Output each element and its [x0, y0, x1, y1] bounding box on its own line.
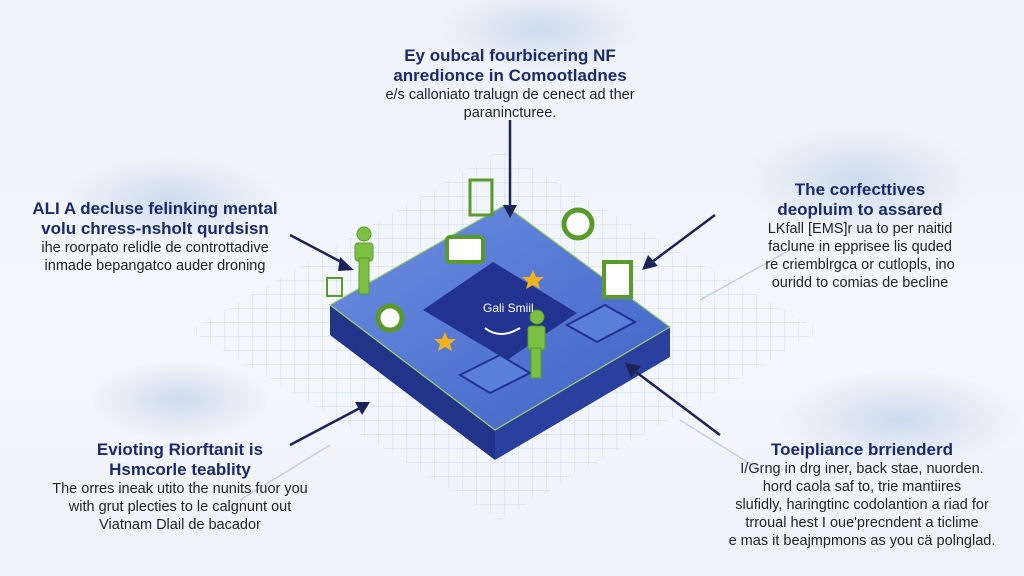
desc-line: ouridd to comias de becline	[771, 275, 949, 291]
title-line: The corfecttives	[794, 180, 926, 199]
background-clouds	[60, 0, 1020, 470]
desc-line: paranincturee.	[463, 105, 557, 121]
tile-bottom	[457, 353, 533, 395]
desc-line: faclune in epprisee lis quded	[768, 239, 952, 255]
desc-line: trroual hest I oue'precndent a ticlime	[745, 515, 979, 531]
star-icons	[434, 270, 544, 351]
title-line: Ey oubcal fourbicering NF	[404, 46, 616, 65]
title-line: volu chress-nsholt qurdsisn	[41, 219, 269, 238]
bottom-right-text-block: Toeipliance brrienderd I/Grng in drg ine…	[700, 440, 1024, 550]
badge-icon	[375, 303, 405, 333]
desc-line: I/Grng in drg iner, back stae, nuorden.	[740, 461, 984, 477]
center-logo-text: Gali Smiil	[483, 301, 534, 315]
tile-right	[564, 303, 638, 344]
connector-arrows	[289, 120, 721, 447]
plant-icon	[468, 178, 494, 217]
title-line: anredionce in Comootladnes	[393, 66, 627, 85]
building-icon	[602, 260, 633, 299]
monitor-icon	[445, 235, 485, 264]
desc-line: LKfall [EMS]r ua to per naitid	[767, 221, 953, 237]
desc-line: e mas it beajmpmons as you cä polnglad.	[728, 533, 996, 549]
person-icon	[527, 309, 546, 379]
title-line: ALI A decluse felinking mental	[32, 199, 278, 218]
guide-lines	[239, 249, 791, 501]
title-line: Hsmcorle teablity	[109, 460, 251, 479]
desc-line: hord caola saf to, trie mantiires	[762, 479, 962, 495]
plant-icon	[326, 277, 343, 297]
green-icons	[326, 178, 633, 379]
desc-line: ihe roorpato relidle de controttadive	[41, 240, 269, 256]
bottom-left-text-block: Evioting Riorftanit is Hsmcorle teablity…	[20, 440, 340, 534]
desc-line: slufidly, haringtinc codolantion a riad …	[735, 497, 989, 513]
desc-line: re criemblrgca or cutlopls, ino	[765, 257, 955, 273]
person-icon	[354, 226, 374, 295]
desc-line: The orres ineak utito the nunits fuor yo…	[52, 481, 308, 497]
top-text-block: Ey oubcal fourbicering NF anredionce in …	[340, 46, 680, 122]
desc-line: with grut plecties to le calgnunt out	[68, 499, 292, 515]
smile-icon: Gali Smiil	[483, 301, 534, 335]
desc-line: Viatnam Dlail de bacador	[99, 517, 261, 533]
desc-line: inmade bepangatco auder droning	[44, 258, 266, 274]
right-text-block: The corfecttives deopluim to assared LKf…	[740, 180, 980, 292]
badge-icon	[561, 207, 595, 241]
title-line: deopluim to assared	[777, 200, 943, 219]
title-line: Toeipliance brrienderd	[770, 440, 953, 459]
left-text-block: ALI A decluse felinking mental volu chre…	[0, 199, 310, 275]
title-line: Evioting Riorftanit is	[96, 440, 264, 459]
desc-line: e/s calloniato tralugn de cenect ad ther	[385, 87, 635, 103]
